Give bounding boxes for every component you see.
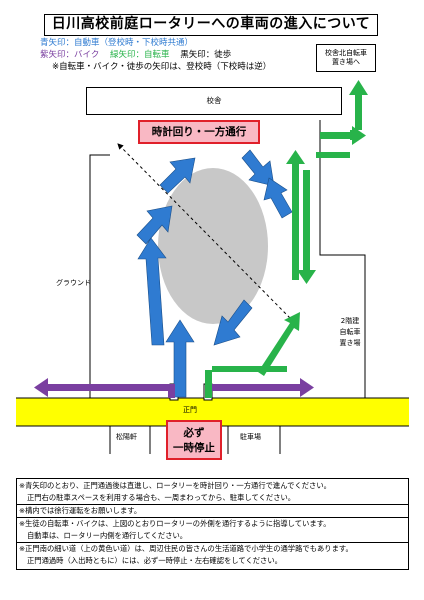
note-divider bbox=[17, 517, 408, 518]
legend-bike: 紫矢印：バイク bbox=[40, 50, 100, 60]
notes-box: ※青矢印のとおり、正門通過後は直進し、ロータリーを時計回り・一方通行で進んでくだ… bbox=[16, 478, 409, 570]
note-divider bbox=[17, 504, 408, 505]
car-arrow-2 bbox=[137, 237, 167, 346]
car-arrows bbox=[136, 149, 293, 398]
note-1-cont: 正門右の駐車スペースを利用する場合も、一周まわってから、駐車してください。 bbox=[27, 493, 296, 502]
rotary-diagram bbox=[16, 80, 409, 454]
note-3: ※生徒の自転車・バイクは、上図のとおりロータリーの外側を通行するように指導してい… bbox=[19, 519, 331, 528]
car-arrow-3 bbox=[136, 205, 173, 245]
rotary-island bbox=[158, 168, 268, 324]
parking-outline bbox=[227, 425, 281, 454]
note-2: ※構内では徐行運転をお願いします。 bbox=[19, 506, 142, 515]
parking-label: 駐車場 bbox=[240, 433, 261, 441]
bike-parking-2f-label-3: 置き場 bbox=[339, 339, 361, 347]
school-building: 校舎 bbox=[86, 87, 342, 115]
shoyoken-label: 松陽軒 bbox=[116, 433, 137, 441]
bike-parking-2f-label-2: 自転車 bbox=[339, 328, 361, 336]
stop-label-2: 一時停止 bbox=[173, 442, 215, 454]
car-arrow-5 bbox=[241, 149, 275, 187]
note-4: ※正門南の細い道（上の黄色い道）は、周辺住民の皆さんの生活道路で小学生の通学路で… bbox=[19, 544, 353, 553]
bike-arrows bbox=[34, 378, 314, 398]
bike-parking-north-label-2: 置き場へ bbox=[332, 58, 360, 66]
bike-arrow-left bbox=[34, 378, 175, 398]
school-building-label: 校舎 bbox=[206, 96, 222, 105]
ground-label: グラウンド bbox=[56, 279, 91, 287]
page-title: 日川高校前庭ロータリーへの車両の進入について bbox=[44, 14, 378, 36]
car-arrow-6 bbox=[263, 177, 293, 219]
bike-arrow-right bbox=[212, 378, 314, 397]
note-divider bbox=[17, 542, 408, 543]
note-1: ※青矢印のとおり、正門通過後は直進し、ロータリーを時計回り・一方通行で進んでくだ… bbox=[19, 481, 331, 490]
stop-label-1: 必ず bbox=[183, 427, 205, 439]
bicycle-arrow-up-left bbox=[286, 150, 305, 280]
car-arrow-7 bbox=[213, 299, 253, 346]
bicycle-arrow-right bbox=[320, 126, 366, 145]
bicycle-arrow-down-right bbox=[297, 170, 316, 284]
car-arrow-4 bbox=[159, 157, 196, 194]
bicycle-arrow-entry bbox=[205, 366, 287, 398]
shoyoken-outline bbox=[109, 425, 151, 454]
walk-arrow bbox=[117, 143, 291, 319]
car-arrow-1 bbox=[165, 319, 195, 398]
legend-line2: 紫矢印：バイク 緑矢印：自転車 黒矢印：徒歩 bbox=[40, 50, 231, 61]
legend-note: ※自転車・バイク・徒歩の矢印は、登校時（下校時は逆） bbox=[52, 62, 272, 72]
campus-outline bbox=[89, 154, 110, 398]
bicycle-arrow-up bbox=[349, 80, 368, 130]
one-way-label: 時計回り・一方通行 bbox=[138, 120, 260, 144]
main-gate-label: 正門 bbox=[183, 406, 197, 414]
bike-parking-2f-label-1: 2階建 bbox=[340, 317, 360, 325]
bicycle-arrows bbox=[205, 80, 368, 398]
campus-outline-right bbox=[319, 120, 366, 398]
legend-car: 青矢印：自動車（登校時・下校時共通） bbox=[40, 38, 194, 48]
bicycle-arrow-diagonal bbox=[258, 312, 300, 376]
legend-walk: 黒矢印：徒歩 bbox=[180, 50, 232, 60]
bike-parking-2f-label: 2階建 自転車 置き場 bbox=[332, 316, 368, 349]
bike-parking-north-label-1: 校舎北自転車 bbox=[325, 49, 367, 57]
stop-label: 必ず 一時停止 bbox=[166, 420, 222, 460]
note-4-cont: 正門通過時（入出時ともに）には、必ず一時停止・左右確認をしてください。 bbox=[27, 556, 282, 565]
legend-bicycle: 緑矢印：自転車 bbox=[110, 50, 170, 60]
note-3-cont: 自動車は、ロータリー内側を通行してください。 bbox=[27, 531, 188, 540]
bike-parking-north-box: 校舎北自転車 置き場へ bbox=[316, 44, 376, 72]
